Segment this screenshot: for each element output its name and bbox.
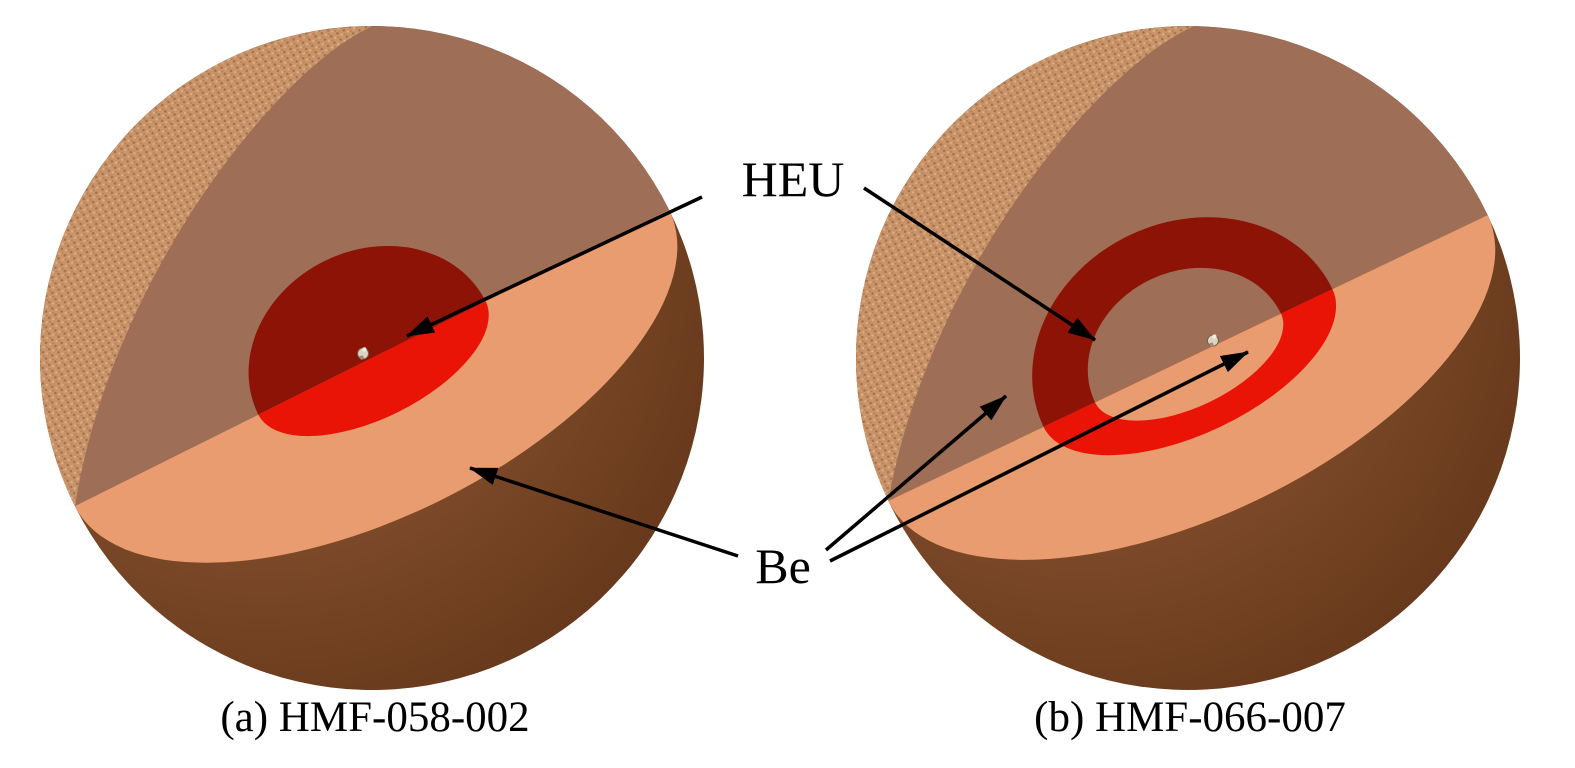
be-label: Be — [755, 538, 811, 594]
center-speck-b — [1206, 334, 1219, 347]
subfigure-b-render — [856, 26, 1520, 690]
heu-label: HEU — [742, 151, 845, 207]
be-arrow-to-b-core — [829, 350, 1249, 563]
caption-a: (a) HMF-058-002 — [220, 694, 529, 741]
heu-core-vertical-cut-a — [248, 245, 486, 415]
heu-arrow-to-b — [863, 186, 1096, 342]
center-speck-highlight-a — [362, 347, 367, 352]
center-speck-a — [357, 347, 370, 360]
be-arrow-to-a — [469, 466, 739, 558]
center-speck-shade-b — [1209, 342, 1214, 347]
caption-b: (b) HMF-066-007 — [1034, 694, 1346, 741]
be-outer-upper-speckle-b — [856, 26, 1194, 501]
subfigure-a-render — [40, 26, 704, 690]
be-outer-upper-speckle-a — [40, 26, 372, 507]
be-inner-core-vertical-cut-b — [1087, 267, 1281, 403]
heu-arrow-to-a — [406, 195, 703, 338]
be-arrow-to-b-reflector — [824, 394, 1008, 552]
annotation-arrows — [406, 186, 1249, 563]
be-inner-core-horizontal-cut-b — [1095, 313, 1284, 421]
center-speck-shade-a — [359, 355, 364, 360]
center-speck-highlight-b — [1212, 334, 1217, 339]
